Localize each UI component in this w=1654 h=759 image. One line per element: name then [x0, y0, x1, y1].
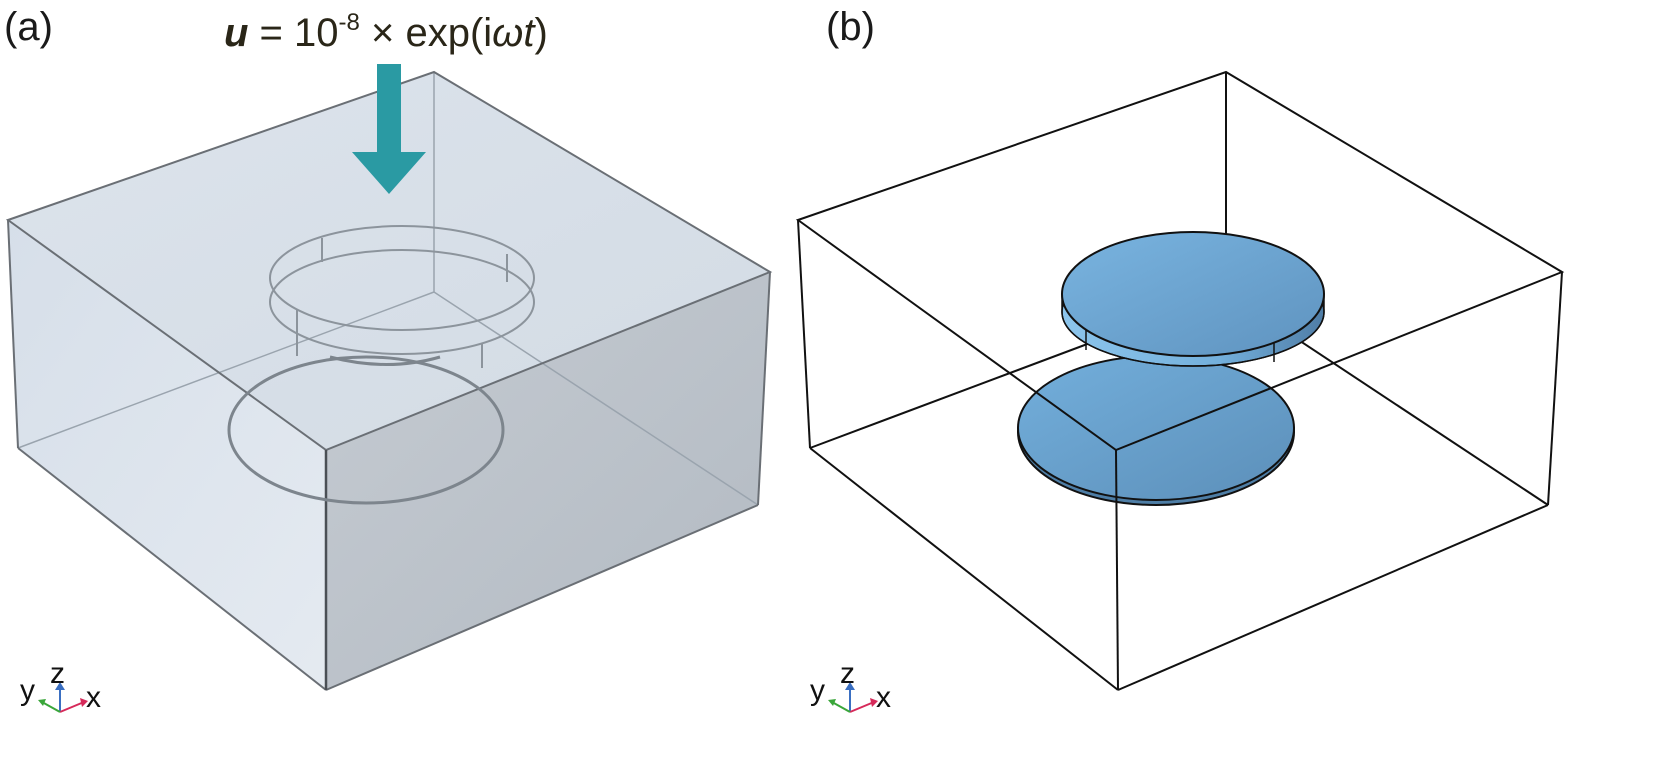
- upper-disk-wireframe: [269, 225, 535, 368]
- eq-t: t: [523, 11, 536, 55]
- box-top-face: [8, 72, 770, 450]
- axis-x-label: x: [876, 681, 891, 714]
- eq-symbol-u: u: [224, 11, 248, 55]
- eq-equals: = 10: [248, 11, 338, 55]
- domain-box: [5, 70, 773, 691]
- box-b-front-edges: [795, 70, 1565, 691]
- upper-disk: [1061, 231, 1325, 367]
- excitation-equation: u = 10-8 × exp(iωt): [224, 9, 548, 55]
- axis-z-label: z: [50, 657, 65, 690]
- box-hidden-edges: [17, 72, 759, 506]
- lower-disk-wireframe: [227, 355, 505, 505]
- eq-close: ): [534, 11, 547, 55]
- panel-b-label: (b): [826, 5, 875, 49]
- box-front-right-face: [326, 272, 770, 690]
- eq-times-exp: × exp(i: [360, 11, 492, 55]
- panel-b: (b): [795, 5, 1565, 714]
- displacement-arrow: [352, 64, 426, 194]
- lower-disk: [1017, 355, 1295, 506]
- axis-triad-a: z x y: [20, 657, 101, 714]
- panel-a: (a): [4, 5, 773, 714]
- axis-triad-b: z x y: [810, 657, 891, 714]
- axis-x-label: x: [86, 681, 101, 714]
- eq-exponent: -8: [339, 9, 360, 36]
- axis-z-label: z: [840, 657, 855, 690]
- box-visible-edges: [5, 70, 773, 691]
- axis-y-label: y: [20, 674, 35, 707]
- box-front-left-face: [8, 220, 326, 690]
- panel-a-label: (a): [4, 5, 53, 49]
- eq-omega: ω: [492, 11, 523, 55]
- axis-y-label: y: [810, 674, 825, 707]
